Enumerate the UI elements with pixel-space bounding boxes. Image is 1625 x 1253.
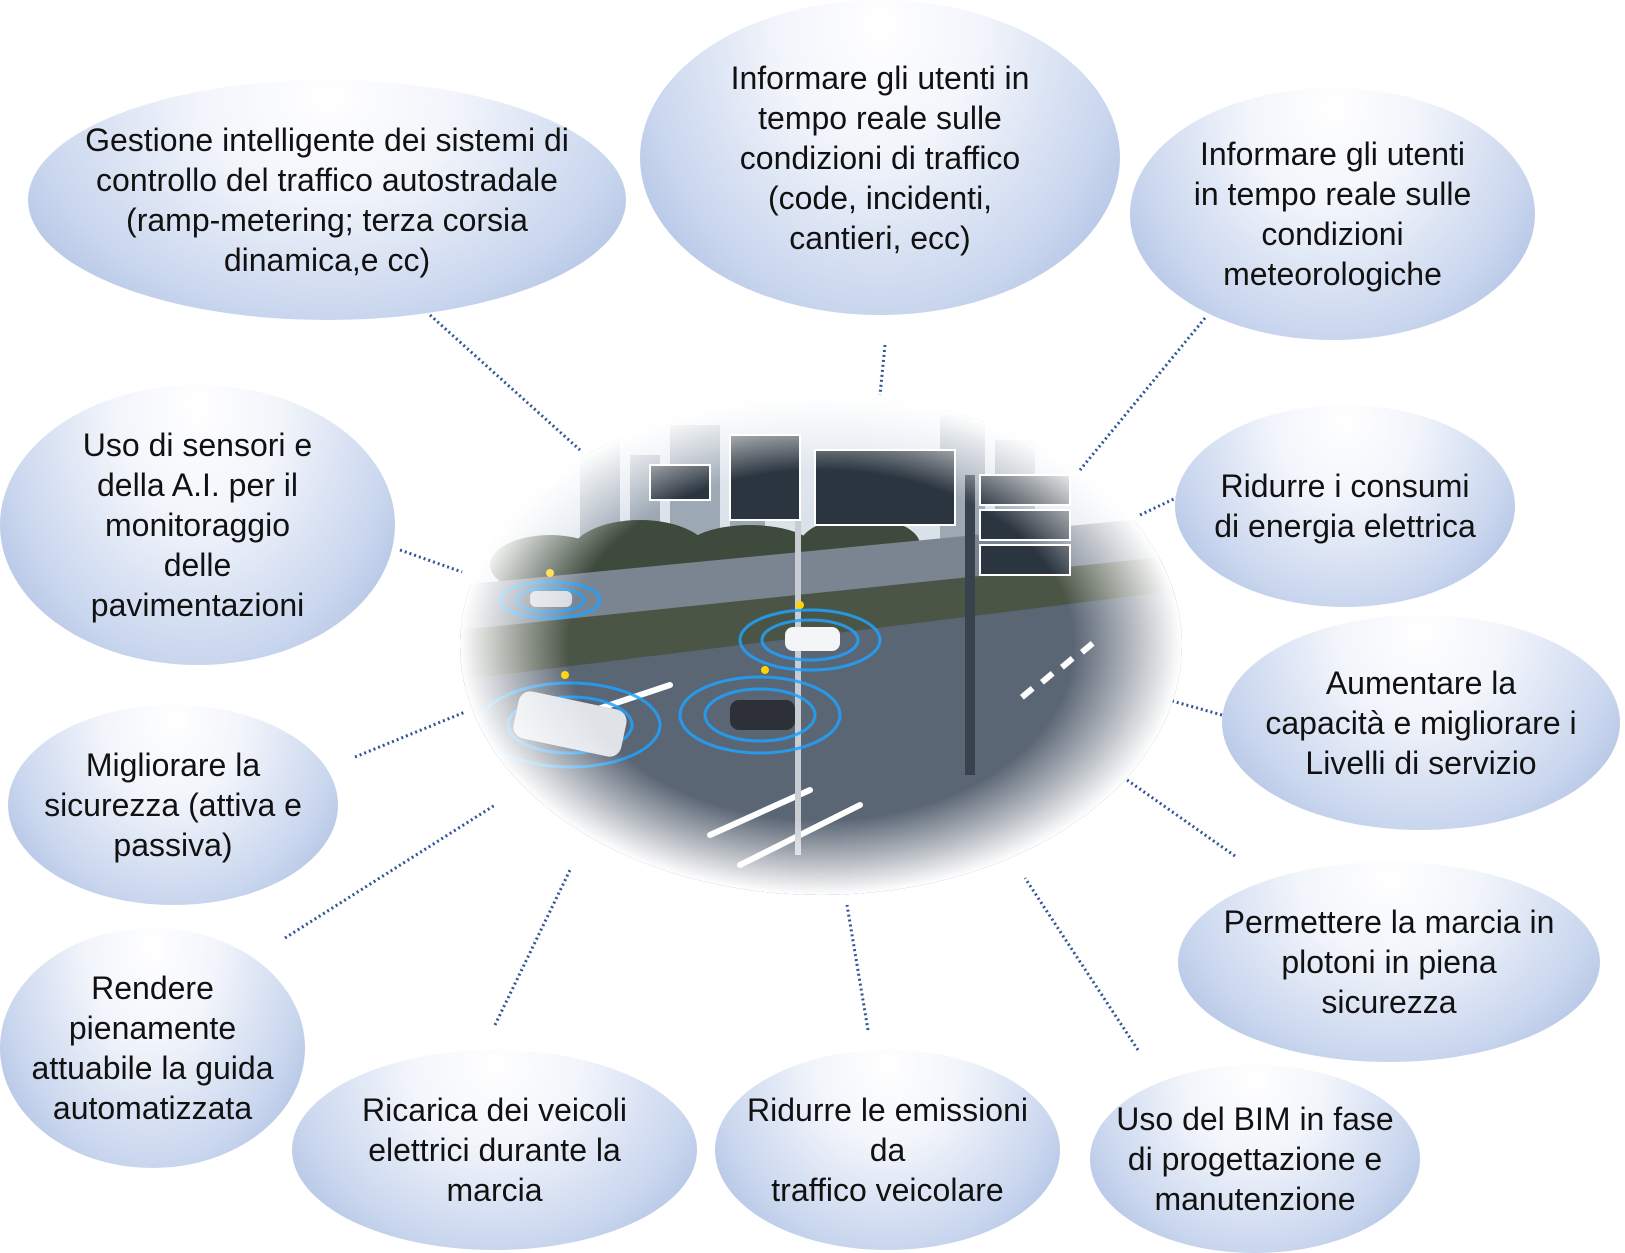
node-emissioni: Ridurre le emissioni da traffico veicola… (715, 1050, 1060, 1250)
node-consumi-energia: Ridurre i consumi di energia elettrica (1175, 405, 1515, 607)
node-sensori-ai: Uso di sensori e della A.I. per il monit… (0, 385, 395, 665)
node-bim: Uso del BIM in fase di progettazione e m… (1090, 1065, 1420, 1253)
smart-road-image (460, 395, 1182, 895)
node-sicurezza-label: Migliorare la sicurezza (attiva e passiv… (44, 747, 302, 863)
node-gestione-traffico: Gestione intelligente dei sistemi di con… (28, 80, 626, 320)
node-capacita-label: Aumentare la capacità e migliorare i Liv… (1265, 664, 1577, 781)
node-plotoni-label: Permettere la marcia in plotoni in piena… (1223, 904, 1555, 1020)
node-gestione-traffico-label: Gestione intelligente dei sistemi di con… (85, 122, 569, 278)
node-guida-automatizzata-label: Rendere pienamente attuabile la guida au… (31, 970, 274, 1126)
node-info-traffico: Informare gli utenti in tempo reale sull… (640, 0, 1120, 315)
connector-sicurezza (354, 710, 466, 759)
node-guida-automatizzata: Rendere pienamente attuabile la guida au… (0, 928, 305, 1168)
node-plotoni: Permettere la marcia in plotoni in piena… (1178, 862, 1600, 1062)
connector-plotoni (1119, 773, 1236, 858)
node-sicurezza: Migliorare la sicurezza (attiva e passiv… (8, 705, 338, 905)
node-ricarica: Ricarica dei veicoli elettrici durante l… (292, 1050, 697, 1250)
node-emissioni-label: Ridurre le emissioni da traffico veicola… (747, 1092, 1028, 1208)
connector-bim (1023, 877, 1140, 1051)
connector-guida-automatizzata (284, 803, 496, 940)
connector-ricarica (493, 869, 572, 1026)
connector-sensori-ai (399, 548, 463, 574)
node-capacita: Aumentare la capacità e migliorare i Liv… (1222, 615, 1620, 830)
connector-info-meteo (1078, 317, 1207, 471)
connector-gestione-traffico (428, 313, 582, 452)
node-info-meteo: Informare gli utenti in tempo reale sull… (1130, 88, 1535, 340)
node-info-meteo-label: Informare gli utenti in tempo reale sull… (1193, 136, 1472, 292)
node-bim-label: Uso del BIM in fase di progettazione e m… (1116, 1101, 1394, 1217)
connector-consumi-energia (1139, 495, 1179, 517)
node-sensori-ai-label: Uso di sensori e della A.I. per il monit… (82, 427, 313, 623)
node-consumi-energia-label: Ridurre i consumi di energia elettrica (1214, 468, 1476, 544)
connector-emissioni (845, 904, 870, 1031)
node-ricarica-label: Ricarica dei veicoli elettrici durante l… (362, 1092, 627, 1208)
node-info-traffico-label: Informare gli utenti in tempo reale sull… (730, 59, 1030, 256)
connector-info-traffico (878, 344, 887, 396)
